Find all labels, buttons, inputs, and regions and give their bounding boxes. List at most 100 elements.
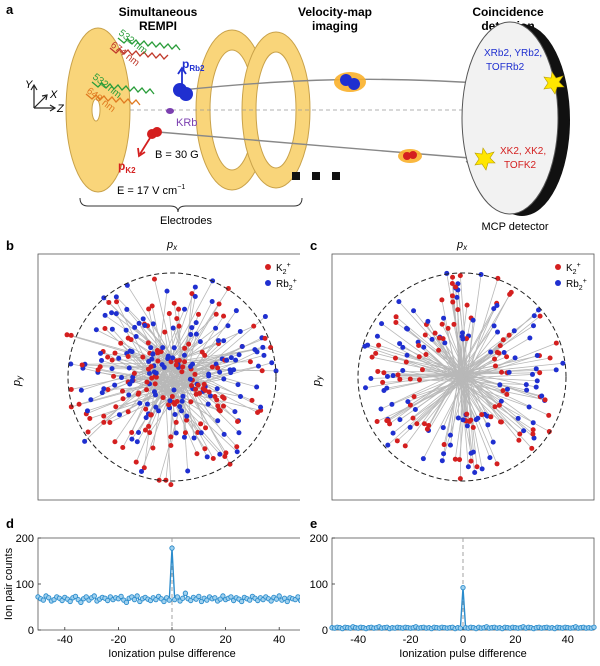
- rb2-point: [213, 325, 219, 331]
- rb2-point: [439, 458, 445, 464]
- k2-point: [474, 464, 480, 470]
- k2-point: [495, 275, 501, 281]
- k2-point: [468, 458, 474, 464]
- data-point: [118, 593, 124, 600]
- rb2-point: [215, 338, 221, 344]
- k2-point: [171, 300, 177, 306]
- x-tick-label: -40: [350, 634, 366, 646]
- pair-line: [416, 309, 539, 425]
- panel-c-frame: [331, 253, 595, 501]
- k2-point: [194, 451, 200, 457]
- k2-point: [105, 354, 111, 360]
- rb2-point: [215, 418, 221, 424]
- rb2-point: [521, 428, 527, 434]
- x-tick-label: -40: [57, 634, 73, 646]
- data-point: [591, 624, 597, 630]
- rb2-point: [515, 415, 521, 421]
- k2-detect-line2: TOFK2: [504, 160, 536, 171]
- panel-a: a Simultaneous REMPI Velocity-map imagin…: [6, 2, 570, 233]
- k2-point: [197, 390, 203, 396]
- sim-remp-title-2: REMPI: [139, 19, 177, 33]
- x-tick-label: 0: [169, 634, 175, 646]
- rb2-point: [238, 393, 244, 399]
- panel-b-scatter: [64, 276, 279, 488]
- rb2-point: [447, 432, 453, 438]
- rb2-point: [488, 349, 494, 355]
- pair-line: [376, 357, 516, 422]
- axes-icon: [30, 83, 57, 112]
- rb2-point: [127, 381, 133, 387]
- x-tick-label: 0: [460, 634, 466, 646]
- k2-point: [174, 316, 180, 322]
- k2-point: [214, 397, 220, 403]
- rb2-point: [165, 353, 171, 359]
- rb2-point: [214, 386, 220, 392]
- rb2-point: [136, 320, 142, 326]
- rb2-detect-line2: TOFRb2: [486, 62, 525, 73]
- k2-point: [109, 357, 115, 363]
- sim-remp-title-1: Simultaneous: [119, 5, 198, 19]
- data-point: [196, 593, 202, 600]
- rb2-point: [491, 323, 497, 329]
- y-tick-label: 0: [322, 625, 328, 637]
- krb-label: KRb: [176, 117, 197, 129]
- pair-line: [386, 351, 491, 421]
- electrodes-label: Electrodes: [160, 215, 212, 227]
- k2-point: [182, 430, 188, 436]
- k2-point: [180, 364, 186, 370]
- panel-b-frame: [37, 253, 300, 501]
- pair-line: [139, 371, 183, 404]
- k2-point: [125, 353, 131, 359]
- data-point: [78, 599, 84, 606]
- k2-point: [402, 443, 408, 449]
- pair-line: [149, 310, 237, 433]
- rb2-point: [221, 431, 227, 437]
- pair-line: [154, 279, 188, 417]
- k2-point: [95, 367, 101, 373]
- rb2-point: [390, 430, 396, 436]
- k2-point: [542, 397, 548, 403]
- pair-line: [170, 334, 197, 446]
- k2-point: [201, 381, 207, 387]
- rb2-point: [526, 404, 532, 410]
- plot-frame: [37, 537, 300, 631]
- k2-point: [144, 379, 150, 385]
- k2-point: [101, 413, 107, 419]
- rb2-point: [494, 302, 500, 308]
- k2-point: [499, 369, 505, 375]
- rb2-point: [390, 373, 396, 379]
- k2-point: [162, 329, 168, 335]
- rb2-detect-line1: XRb2, YRb2,: [484, 48, 542, 59]
- rb2-point: [475, 415, 481, 421]
- rb2-point: [378, 406, 384, 412]
- rb2-point: [197, 339, 203, 345]
- k2-point: [537, 370, 543, 376]
- pair-line: [128, 343, 189, 396]
- k2-point: [145, 340, 151, 346]
- data-point: [131, 596, 138, 603]
- k2-detect-line1: XK2, XK2,: [500, 146, 546, 157]
- k2-point: [128, 337, 134, 343]
- k2-point: [112, 439, 118, 445]
- legend-k2-label: K2+: [566, 262, 581, 276]
- k2-point: [203, 425, 209, 431]
- k2-point: [441, 442, 447, 448]
- k2-point: [436, 335, 442, 341]
- k2-point: [148, 412, 154, 418]
- pair-line: [404, 325, 495, 447]
- rb2-point: [151, 369, 157, 375]
- k2-point: [125, 409, 131, 415]
- k2-point: [179, 369, 185, 375]
- legend-rb2-label: Rb2+: [276, 278, 297, 292]
- rb2-point: [148, 345, 154, 351]
- rb2-point: [233, 308, 239, 314]
- panel-c-letter: c: [310, 238, 317, 253]
- rb2-point: [193, 331, 199, 337]
- k2-point: [422, 332, 428, 338]
- pair-line: [377, 335, 550, 432]
- rb2-point: [150, 321, 156, 327]
- rb2-point: [374, 333, 380, 339]
